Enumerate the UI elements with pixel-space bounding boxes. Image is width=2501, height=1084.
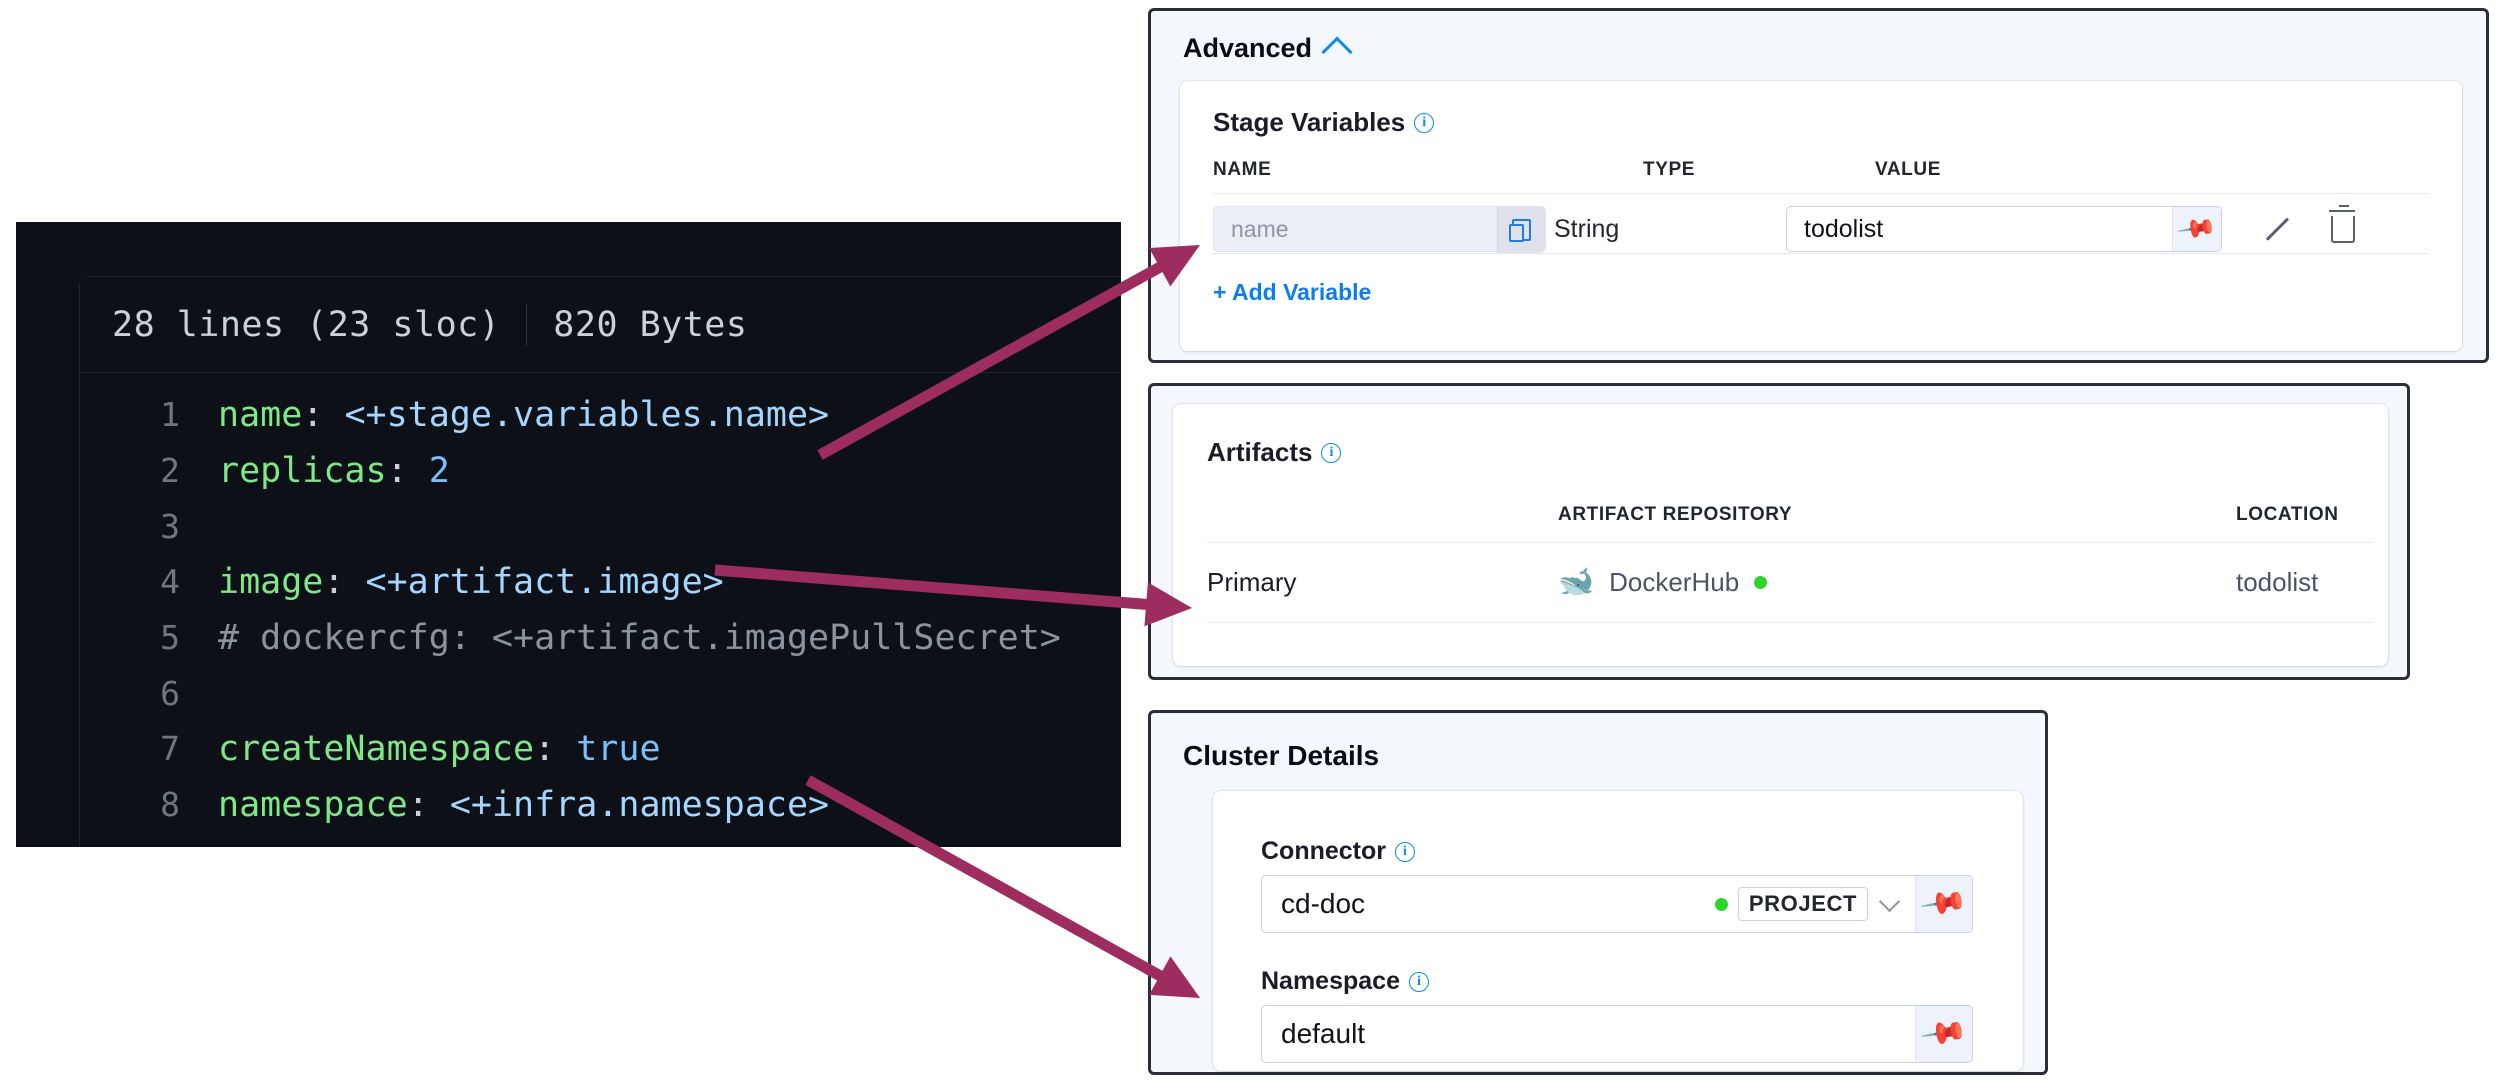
code-line-number: 1 [160,395,180,434]
info-icon[interactable]: i [1321,442,1342,463]
table-divider [1213,193,2428,194]
code-line: 3 [80,499,1121,554]
code-line: 6 [80,666,1121,721]
code-viewer-panel: 28 lines (23 sloc) 820 Bytes 1 name: <+st… [16,222,1121,847]
code-line-number: 3 [160,507,180,546]
artifact-repository-cell[interactable]: 🐋 DockerHub [1558,567,2236,598]
stage-variables-card: Stage Variables i NAME TYPE VALUE name S… [1180,81,2462,351]
table-divider [1207,542,2372,543]
variable-name-placeholder: name [1231,215,1289,242]
pin-icon[interactable]: 📌 [1915,1006,1972,1062]
info-icon[interactable]: i [1414,112,1435,133]
docker-whale-icon: 🐋 [1558,565,1595,598]
code-line-number: 6 [160,674,180,713]
connector-field[interactable]: cd-doc PROJECT 📌 [1261,875,1973,933]
artifact-kind: Primary [1207,566,1297,597]
cluster-details-title: Cluster Details [1183,740,1380,771]
code-line-text: # dockercfg: <+artifact.imagePullSecret> [218,618,1061,658]
code-line: 2 replicas: 2 [80,443,1121,499]
pin-icon[interactable]: 📌 [1915,876,1972,932]
green-status-dot [1754,575,1768,589]
code-line: 5 # dockercfg: <+artifact.imagePullSecret… [80,610,1121,666]
variable-value-input[interactable]: todolist 📌 [1786,206,2222,252]
code-line-number: 9 [80,833,180,847]
code-line-number: 4 [160,562,180,601]
code-line-text: name: <+stage.variables.name> [218,395,830,435]
artifacts-panel: Artifacts i ARTIFACT REPOSITORY LOCATION… [1148,383,2410,680]
code-file-meta: 28 lines (23 sloc) 820 Bytes [80,277,1121,373]
advanced-title: Advanced [1183,33,1313,63]
info-icon[interactable]: i [1395,841,1415,862]
code-line: 7 createNamespace: true [80,721,1121,777]
pencil-icon[interactable] [2264,216,2291,243]
scope-badge: PROJECT [1737,887,1868,921]
variable-name-input[interactable]: name [1213,206,1546,253]
code-line-number: 2 [160,451,180,490]
code-line-text: image: <+artifact.image> [218,562,724,602]
namespace-label-text: Namespace [1261,967,1400,995]
code-line-list: 1 name: <+stage.variables.name> 2 replicas:… [80,373,1121,847]
column-header-artifact-repository: ARTIFACT REPOSITORY [1558,504,1793,525]
code-line-number: 5 [160,618,180,657]
row-action-group [2264,204,2355,243]
namespace-label: Namespace i [1261,967,1429,996]
green-status-dot [1714,897,1728,911]
code-viewer-body: 28 lines (23 sloc) 820 Bytes 1 name: <+st… [79,276,1121,847]
advanced-section-header[interactable]: Advanced [1183,33,1353,68]
connector-value: cd-doc [1281,888,1366,919]
code-line: 8 namespace: <+infra.namespace> [80,777,1121,833]
cluster-details-panel: Cluster Details Connector i cd-doc PROJE… [1148,710,2048,1075]
stage-variables-title: Stage Variables i [1213,107,1435,138]
code-line-number: 8 [160,785,180,824]
add-variable-button[interactable]: + Add Variable [1213,279,1372,305]
table-divider-bottom [1213,253,2428,254]
pin-icon[interactable]: 📌 [2172,207,2221,251]
trash-icon[interactable] [2329,204,2355,243]
code-line-text: namespace: <+infra.namespace> [218,785,830,825]
artifact-repository-name: DockerHub [1609,566,1740,597]
code-line: 1 name: <+stage.variables.name> [80,387,1121,443]
variable-value-text: todolist [1804,214,1884,243]
code-line-text: replicas: 2 [218,451,450,491]
code-line-number: 7 [160,729,180,768]
connector-label: Connector i [1261,837,1415,866]
code-line-text: createNamespace: true [218,729,661,769]
copy-icon[interactable] [1497,207,1545,253]
artifacts-title: Artifacts i [1207,437,1342,468]
variable-type-value: String [1554,214,1620,243]
info-icon[interactable]: i [1408,971,1429,992]
stage-variables-label: Stage Variables [1213,107,1406,137]
table-row: Primary 🐋 DockerHub todolist [1207,542,2372,622]
cluster-details-card: Connector i cd-doc PROJECT 📌 Namespace i… [1213,791,2023,1071]
connector-label-text: Connector [1261,837,1386,865]
meta-divider [526,303,528,346]
namespace-field[interactable]: default 📌 [1261,1005,1973,1063]
column-header-value: VALUE [1875,159,1941,180]
column-header-type: TYPE [1643,159,1696,180]
artifacts-label: Artifacts [1207,437,1313,467]
code-line-count: 28 lines (23 sloc) [112,304,501,345]
table-row: name String todolist 📌 [1213,204,2428,253]
code-file-size: 820 Bytes [553,304,748,345]
advanced-panel: Advanced Stage Variables i NAME TYPE VAL… [1148,8,2489,363]
chevron-up-icon[interactable] [1321,35,1353,68]
table-divider-bottom [1207,622,2372,623]
column-header-name: NAME [1213,159,1272,180]
code-line: 4 image: <+artifact.image> [80,554,1121,610]
namespace-value: default [1281,1018,1366,1049]
column-header-location: LOCATION [2236,504,2339,525]
artifact-location: todolist [2236,566,2319,597]
artifacts-card: Artifacts i ARTIFACT REPOSITORY LOCATION… [1173,404,2388,666]
code-line: 9 [80,833,1121,847]
chevron-down-icon[interactable] [1878,890,1901,912]
